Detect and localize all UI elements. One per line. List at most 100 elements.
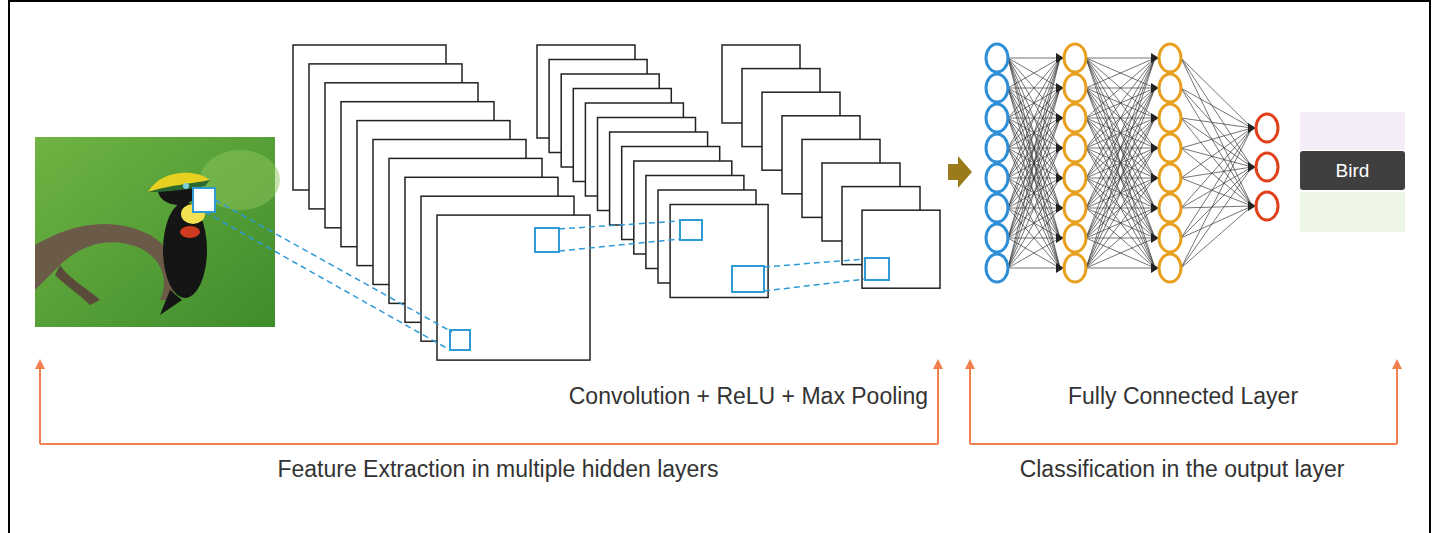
feature-map: [437, 215, 590, 360]
bracket-caption: Feature Extraction in multiple hidden la…: [277, 455, 718, 483]
neuron: [1256, 192, 1278, 220]
weight-line: [1181, 206, 1252, 238]
neuron: [1159, 164, 1181, 192]
faded-class-box: [1300, 192, 1405, 232]
weight-line: [1086, 118, 1155, 268]
neuron: [986, 254, 1008, 282]
weight-line: [1008, 58, 1060, 268]
neuron: [1064, 74, 1086, 102]
weight-line: [1008, 118, 1060, 268]
weight-line: [1181, 88, 1252, 167]
stage-label: Convolution + ReLU + Max Pooling: [569, 382, 928, 410]
bracket-caption: Classification in the output layer: [1020, 455, 1345, 483]
neuron: [1064, 164, 1086, 192]
weight-line: [1086, 88, 1155, 268]
neuron: [986, 224, 1008, 252]
weight-line: [1008, 178, 1060, 268]
weight-line: [1181, 128, 1252, 268]
weight-line: [1181, 167, 1252, 238]
weight-line: [1181, 206, 1252, 208]
weight-line: [1181, 58, 1252, 167]
weight-line: [1008, 58, 1060, 148]
weight-line: [1008, 238, 1060, 268]
neuron: [1064, 44, 1086, 72]
weight-line: [1181, 88, 1252, 206]
weight-line: [1008, 58, 1060, 268]
weight-line: [1181, 58, 1252, 128]
weight-line: [1008, 58, 1060, 118]
weight-line: [1086, 58, 1155, 88]
weight-line: [1008, 178, 1060, 268]
receptive-field-lines: [205, 200, 865, 350]
weight-line: [1181, 128, 1252, 208]
neuron: [1159, 194, 1181, 222]
weight-line: [1086, 208, 1155, 268]
weight-line: [1181, 167, 1252, 178]
neuron: [986, 164, 1008, 192]
weight-line: [1008, 58, 1060, 208]
weight-line: [1086, 58, 1155, 118]
weight-line: [1008, 88, 1060, 268]
neuron: [1159, 134, 1181, 162]
faded-class-box: [1300, 112, 1405, 150]
stage-label: Fully Connected Layer: [1068, 382, 1298, 410]
weight-line: [1086, 178, 1155, 268]
weight-line: [1008, 58, 1060, 178]
neuron: [1159, 74, 1181, 102]
neuron: [1159, 104, 1181, 132]
neuron: [1064, 194, 1086, 222]
neuron: [1256, 153, 1278, 181]
weight-line: [1008, 208, 1060, 268]
weight-line: [1008, 58, 1060, 238]
weight-line: [1008, 58, 1060, 238]
toucan-photo: [35, 137, 280, 327]
weight-line: [1181, 167, 1252, 208]
weight-line: [1086, 58, 1155, 59]
brackets: [40, 364, 1397, 444]
weight-line: [1008, 58, 1060, 88]
weight-line: [1086, 208, 1155, 268]
neuron: [986, 104, 1008, 132]
weight-line: [1008, 268, 1060, 269]
weight-line: [1086, 58, 1155, 238]
weight-line: [1086, 58, 1155, 178]
weight-line: [1008, 58, 1060, 59]
weight-line: [1008, 148, 1060, 268]
class-output-box: Bird: [1300, 151, 1405, 190]
weight-line: [1181, 118, 1252, 128]
weight-line: [1086, 58, 1155, 208]
weight-line: [1181, 128, 1252, 178]
weight-line: [1181, 167, 1252, 268]
weight-line: [1086, 178, 1155, 268]
flow-arrow: [948, 156, 972, 188]
weight-line: [1008, 88, 1060, 268]
weight-line: [1008, 58, 1060, 148]
weight-line: [1181, 148, 1252, 167]
neural-network: [986, 44, 1278, 282]
weight-line: [1181, 118, 1252, 206]
weight-line: [1008, 208, 1060, 268]
weight-line: [1086, 148, 1155, 268]
weight-line: [1008, 238, 1060, 268]
weight-line: [1008, 58, 1060, 118]
weight-line: [1008, 118, 1060, 268]
weight-line: [1086, 88, 1155, 268]
weight-line: [1181, 88, 1252, 128]
weight-line: [1086, 148, 1155, 268]
neuron: [1064, 254, 1086, 282]
weight-line: [1086, 58, 1155, 118]
receptive-field-squares: [193, 188, 889, 350]
weight-line: [1086, 58, 1155, 148]
frame: [9, 1, 1430, 533]
neuron: [1064, 134, 1086, 162]
neuron: [1064, 224, 1086, 252]
neuron: [986, 74, 1008, 102]
weight-line: [1086, 58, 1155, 268]
weight-line: [1086, 58, 1155, 88]
weight-line: [1086, 58, 1155, 238]
weight-line: [1008, 148, 1060, 268]
neuron: [1256, 114, 1278, 142]
neuron: [986, 44, 1008, 72]
